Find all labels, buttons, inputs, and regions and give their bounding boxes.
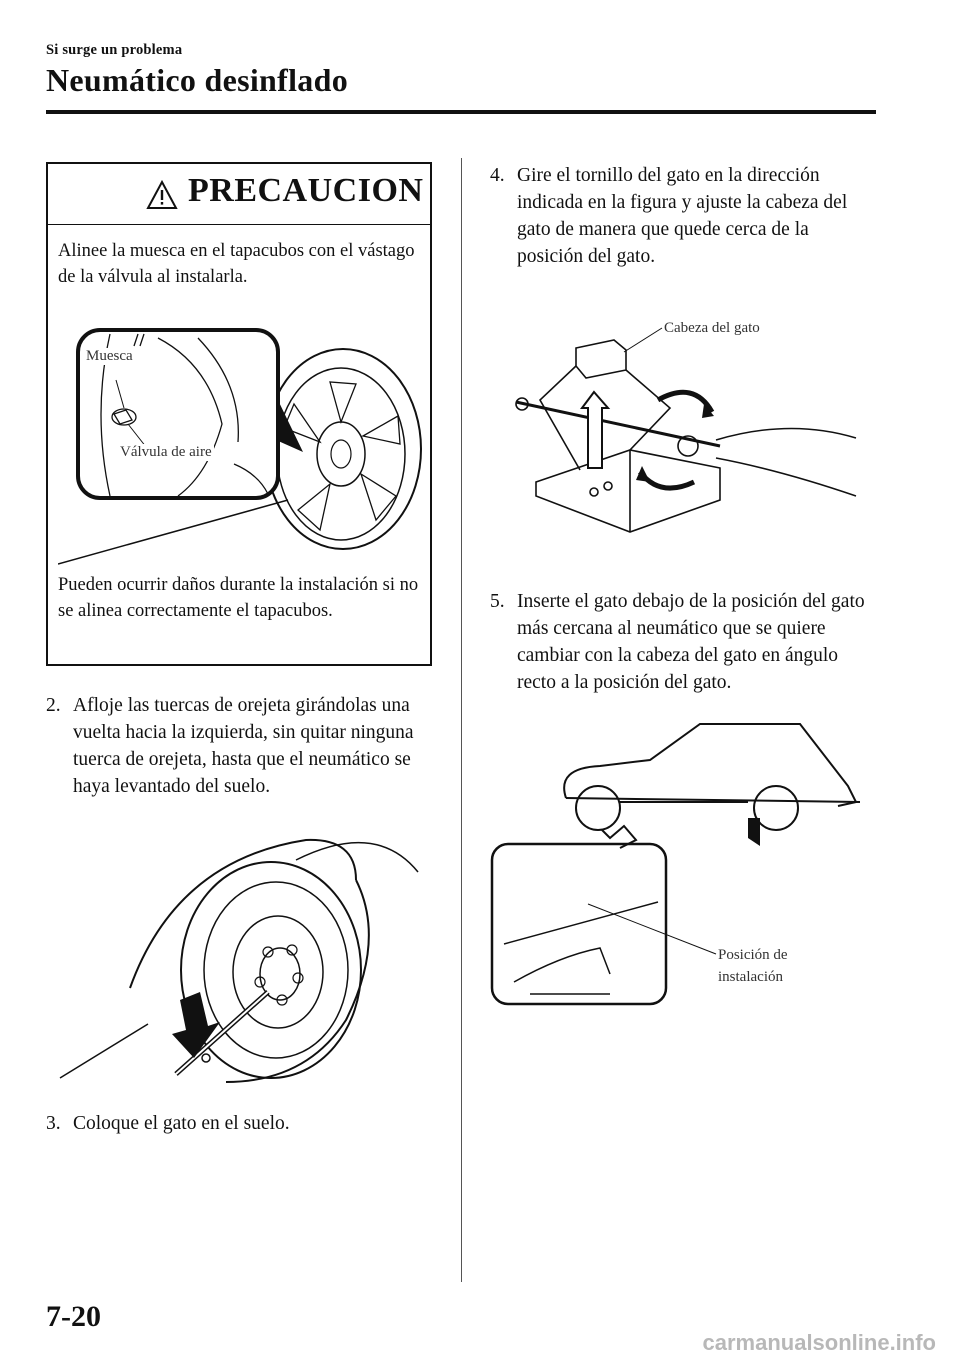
step-text: Afloje las tuercas de orejeta girándolas… xyxy=(73,695,414,797)
step-text: Gire el tornillo del gato en la direcció… xyxy=(517,165,848,267)
jack-head-label: Cabeza del gato xyxy=(664,320,760,336)
jack-position-illustration xyxy=(490,723,861,1006)
caution-text-before: Alinee la muesca en el tapacubos con el … xyxy=(58,241,415,287)
installation-position-label: Posición de instalación xyxy=(718,944,788,988)
caution-title: PRECAUCION xyxy=(188,172,424,209)
warning-triangle-icon xyxy=(146,180,178,209)
air-valve-label: Válvula de aire xyxy=(118,444,214,461)
step-number: 2. xyxy=(46,695,61,716)
page-number: 7-20 xyxy=(46,1300,101,1333)
section-heading: Si surge un problema xyxy=(46,42,183,58)
step-5: 5. Inserte el gato debajo de la posición… xyxy=(490,588,880,698)
step-3: 3. Coloque el gato en el suelo. xyxy=(46,1110,436,1140)
step-text: Inserte el gato debajo de la posición de… xyxy=(517,591,865,693)
step-4: 4. Gire el tornillo del gato en la direc… xyxy=(490,162,880,272)
page-title: Neumático desinflado xyxy=(46,62,348,98)
step-2: 2. Afloje las tuercas de orejeta girándo… xyxy=(46,692,436,802)
notch-label: Muesca xyxy=(84,348,135,365)
step-number: 4. xyxy=(490,165,505,186)
lug-nut-wrench-illustration xyxy=(59,838,419,1083)
title-rule xyxy=(46,110,876,114)
step-number: 3. xyxy=(46,1113,61,1134)
step-number: 5. xyxy=(490,591,505,612)
caution-header: PRECAUCION xyxy=(48,164,430,225)
jack-adjustment-illustration xyxy=(515,327,857,533)
installation-position-label-line2: instalación xyxy=(718,969,783,985)
caution-text-after: Pueden ocurrir daños durante la instalac… xyxy=(58,575,419,621)
step-text: Coloque el gato en el suelo. xyxy=(73,1113,290,1134)
installation-position-label-line1: Posición de xyxy=(718,947,788,963)
column-divider xyxy=(461,158,462,1282)
watermark: carmanualsonline.info xyxy=(702,1330,937,1355)
caution-box: PRECAUCION Alinee la muesca en el tapacu… xyxy=(46,162,432,666)
